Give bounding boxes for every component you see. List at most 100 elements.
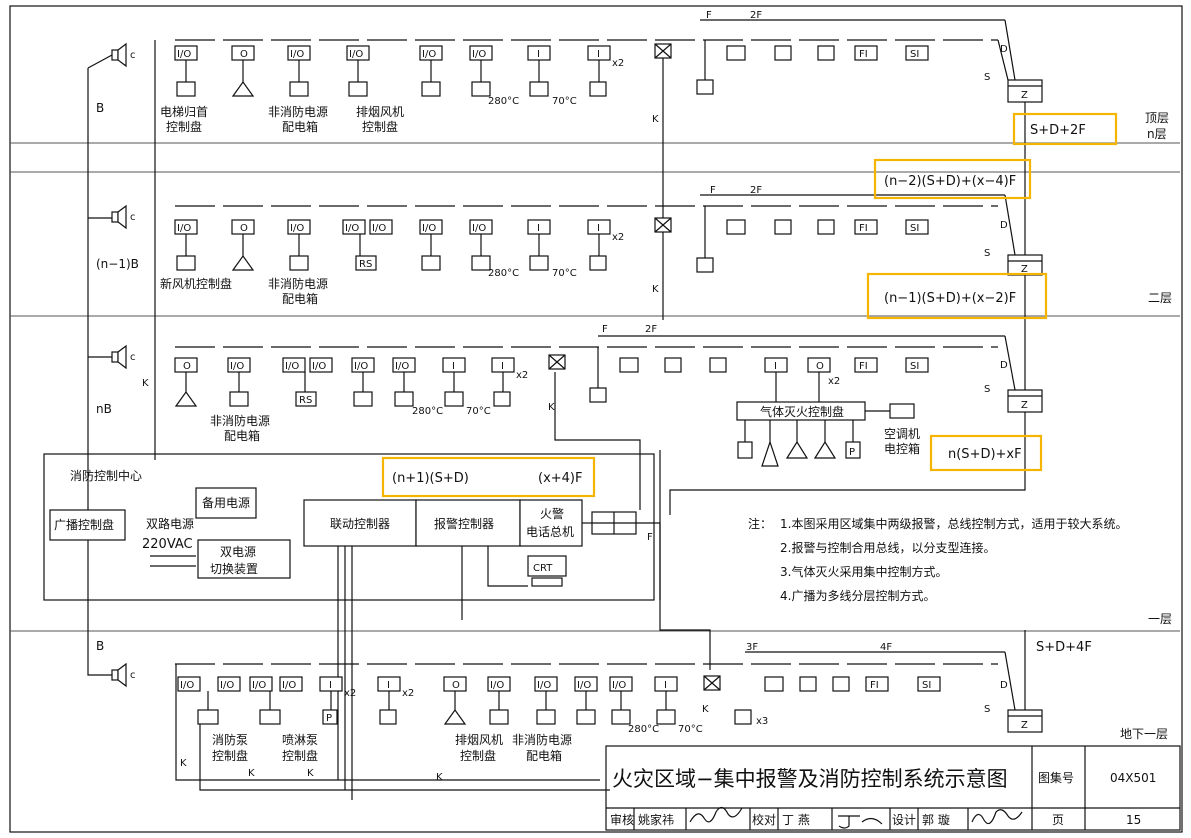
module-io: I/O — [309, 357, 333, 373]
svg-text:K: K — [436, 772, 443, 783]
module-i: I — [527, 219, 551, 235]
svg-text:I/O: I/O — [282, 680, 296, 691]
svg-text:备用电源: 备用电源 — [202, 496, 250, 510]
svg-text:RS: RS — [299, 395, 312, 406]
svg-text:电梯归首: 电梯归首 — [160, 105, 208, 119]
damper-icon — [471, 81, 491, 97]
bus-label-n: n(S+D)+xF — [948, 447, 1022, 462]
svg-text:I/O: I/O — [220, 680, 234, 691]
svg-text:排烟风机: 排烟风机 — [455, 733, 503, 747]
sounder-icon — [737, 441, 753, 459]
level-basement: 地下一层 — [1120, 727, 1168, 741]
speaker-icon: c — [111, 204, 136, 230]
svg-text:I: I — [501, 361, 504, 372]
atlas-number: 04X501 — [1110, 771, 1156, 785]
module-io: I/O — [174, 219, 198, 235]
module-fi: FI — [854, 219, 878, 235]
svg-text:I: I — [387, 680, 390, 691]
control-center-frame — [43, 453, 655, 601]
elevator-panel-box — [176, 81, 196, 97]
svg-text:I/O: I/O — [422, 223, 436, 234]
bus-label-n-plus-1: (n+1)(S+D) — [392, 471, 469, 486]
smoke-detector-icon — [664, 357, 682, 373]
svg-text:双电源: 双电源 — [220, 545, 256, 559]
svg-text:D: D — [1000, 44, 1008, 55]
module-i: I — [764, 357, 788, 373]
pressure-switch: P — [845, 441, 861, 459]
module-o: O — [807, 357, 831, 373]
module-i: I — [442, 357, 466, 373]
label-b-top: B — [96, 101, 104, 115]
designer-name: 郭 璇 — [922, 812, 950, 827]
fire-pump-box — [197, 709, 219, 725]
checker-name: 丁 燕 — [782, 813, 810, 827]
module-fi: FI — [854, 45, 878, 61]
broadcast-riser — [87, 68, 115, 676]
svg-text:O: O — [452, 680, 460, 691]
module-si: SI — [905, 219, 929, 235]
svg-text:K: K — [652, 114, 659, 125]
module-io: I/O — [174, 45, 198, 61]
valve-icon — [493, 391, 511, 407]
manual-call-icon — [174, 390, 198, 407]
svg-text:I/O: I/O — [285, 361, 299, 372]
manual-call-icon — [443, 708, 467, 725]
svg-text:I: I — [774, 361, 777, 372]
highlight-box — [866, 272, 1048, 320]
module-o: O — [174, 357, 198, 373]
svg-text:4F: 4F — [880, 642, 892, 653]
svg-text:D: D — [1000, 360, 1008, 371]
damper-icon — [611, 709, 631, 725]
ac-panel-box — [889, 403, 915, 419]
page-label: 页 — [1052, 813, 1064, 827]
gas-extinguish-panel: 气体灭火控制盘 — [736, 401, 866, 421]
svg-text:F: F — [647, 532, 653, 543]
module-fi: FI — [865, 676, 889, 692]
module-io: I/O — [419, 45, 443, 61]
svg-text:报警控制器: 报警控制器 — [434, 516, 494, 531]
page-number: 15 — [1126, 813, 1141, 827]
broadcast-control-panel: 广播控制盘 — [49, 509, 126, 541]
svg-text:220VAC: 220VAC — [142, 537, 193, 552]
highlight-box — [1012, 112, 1118, 146]
module-io: I/O — [287, 45, 311, 61]
damper-icon — [353, 391, 373, 407]
bell-icon — [696, 257, 714, 273]
module-io: I/O — [351, 357, 375, 373]
note-item: 4.广播为多线分层控制方式。 — [780, 588, 935, 603]
valve-icon — [589, 255, 607, 271]
check-label: 校对 — [752, 812, 776, 827]
level-first: 一层 — [1148, 612, 1172, 626]
module-io: I/O — [282, 357, 306, 373]
svg-text:I/O: I/O — [180, 680, 194, 691]
module-i: I — [527, 45, 551, 61]
detector-icon — [726, 219, 746, 235]
svg-text:切换装置: 切换装置 — [210, 562, 258, 576]
svg-text:电话总机: 电话总机 — [526, 525, 574, 539]
svg-text:I/O: I/O — [354, 361, 368, 372]
module-io: I/O — [574, 676, 598, 692]
module-io: I/O — [487, 676, 511, 692]
module-i: I — [654, 676, 678, 692]
svg-text:2F: 2F — [750, 185, 762, 196]
svg-text:非消防电源: 非消防电源 — [268, 104, 328, 119]
svg-text:SI: SI — [910, 223, 919, 234]
svg-text:P: P — [849, 447, 855, 458]
bell-icon — [734, 709, 752, 725]
svg-text:控制盘: 控制盘 — [460, 748, 496, 763]
heat-detector-icon — [817, 45, 835, 61]
terminal-junction — [591, 511, 637, 535]
svg-text:联动控制器: 联动控制器 — [330, 517, 390, 531]
heat-detector-icon — [832, 676, 850, 692]
highlight-box — [929, 434, 1043, 472]
svg-text:P: P — [326, 713, 332, 724]
svg-text:I/O: I/O — [349, 49, 363, 60]
svg-text:S: S — [984, 248, 990, 259]
module-i: I — [587, 45, 611, 61]
module-io: I/O — [217, 676, 241, 692]
svg-text:c: c — [130, 212, 136, 223]
backup-power: 备用电源 — [195, 487, 257, 519]
svg-text:O: O — [183, 361, 191, 372]
module-o: O — [231, 45, 255, 61]
svg-text:RS: RS — [359, 259, 372, 270]
